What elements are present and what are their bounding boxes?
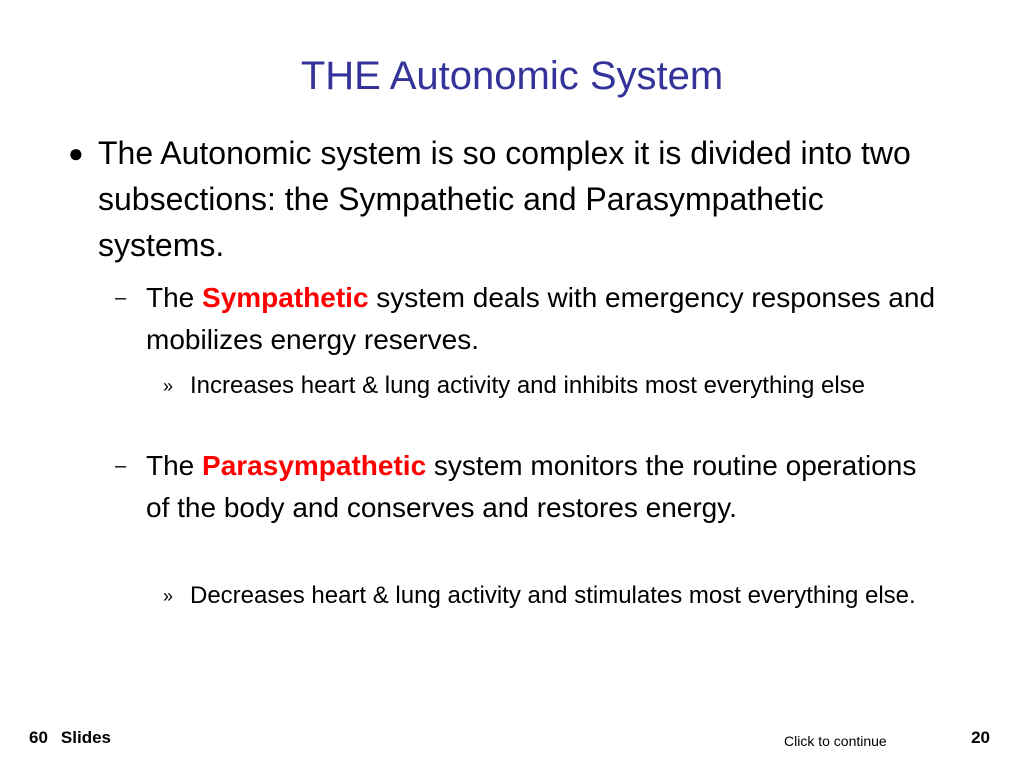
bullet-text: Decreases heart & lung activity and stim… — [190, 582, 916, 609]
bullet-text: The Autonomic system is so complex it is… — [98, 135, 911, 263]
slide-count-number: 60 — [29, 728, 48, 747]
slide-title: THE Autonomic System — [300, 54, 724, 98]
bullet-sympathetic-detail: » Increases heart & lung activity and in… — [163, 369, 960, 403]
bullet-text-prefix: The — [146, 282, 203, 313]
sympathetic-highlight: Sympathetic — [202, 282, 369, 313]
bullet-text-prefix: The — [146, 450, 203, 481]
bullet-dot-icon: ● — [68, 138, 84, 168]
bullet-sympathetic: – The Sympathetic system deals with emer… — [115, 277, 946, 361]
page-number: 20 — [971, 728, 990, 747]
click-to-continue-link[interactable]: Click to continue — [784, 733, 887, 749]
bullet-text: Increases heart & lung activity and inhi… — [190, 372, 866, 399]
bullet-parasympathetic: – The Parasympathetic system monitors th… — [115, 445, 946, 529]
parasympathetic-highlight: Parasympathetic — [202, 450, 427, 481]
bullet-parasympathetic-detail: » Decreases heart & lung activity and st… — [163, 579, 960, 613]
dash-marker-icon: – — [115, 455, 127, 477]
bullet-text-suffix: system deals with emergency responses an… — [146, 282, 936, 355]
dash-marker-icon: – — [115, 287, 127, 309]
slide-count: 60 Slides — [29, 727, 111, 749]
slide-count-label: Slides — [60, 728, 112, 747]
chevron-marker-icon: » — [163, 376, 174, 396]
bullet-autonomic-overview: ● The Autonomic system is so complex it … — [68, 130, 918, 268]
bullet-text-suffix: system monitors the routine operations o… — [146, 450, 917, 523]
chevron-marker-icon: » — [163, 586, 174, 606]
